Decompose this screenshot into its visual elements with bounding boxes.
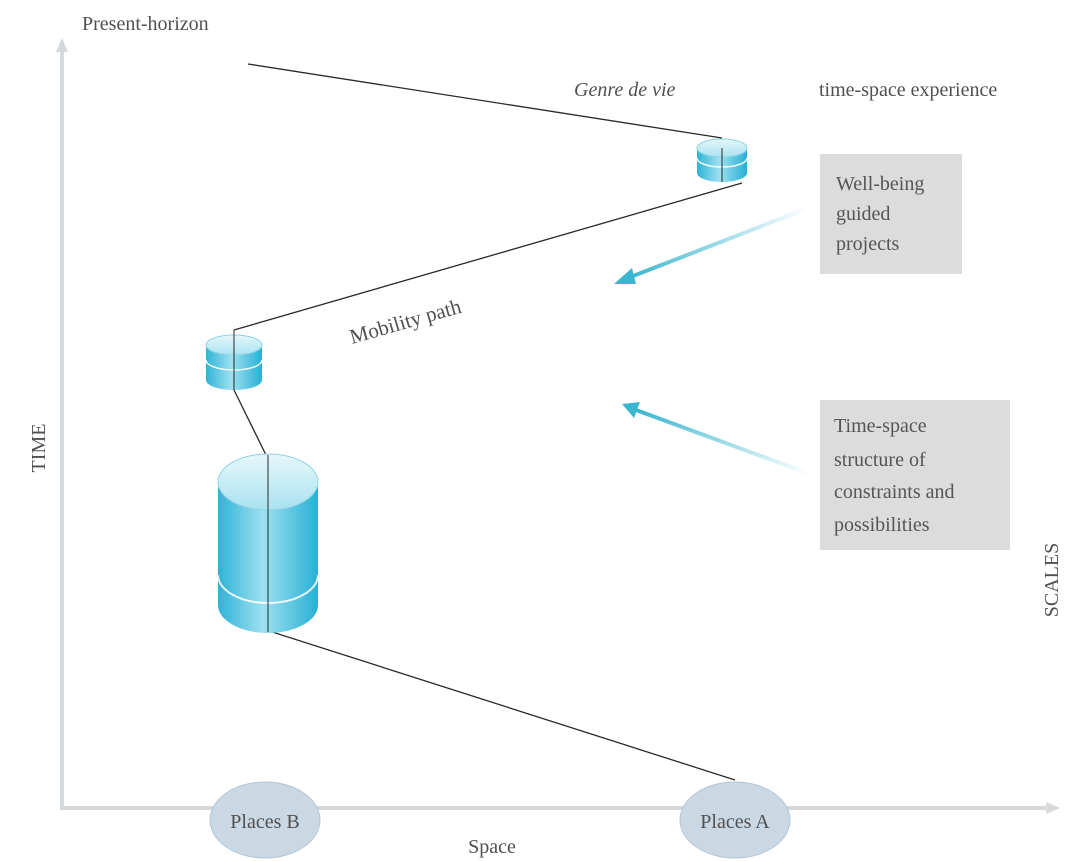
well-being-line-2: guided [836,203,890,225]
space-axis-arrowhead [1046,802,1060,814]
scales-label: SCALES [1041,543,1063,617]
structure-line-1: Time-space [834,415,927,437]
structure-line-2: structure of [834,449,926,471]
places-b-label: Places B [230,811,299,833]
cylinder-large [217,453,319,633]
arrow-well-being [614,206,809,284]
time-space-structure-box [820,400,1010,550]
time-axis-label: TIME [28,424,50,473]
svg-text:Well-being guided proj: Well-being guided projects [836,173,929,255]
places-a-node: Places A [679,781,791,859]
mobility-path-lines [233,63,743,781]
cylinder-small-left [205,330,263,390]
time-axis-arrowhead [56,38,68,52]
path-segment-middle [233,389,267,456]
well-being-box [820,154,962,274]
svg-text:Time-space structure of: Time-space structure of constraints and … [834,415,960,536]
space-axis-label: Space [468,836,516,858]
arrow-time-space-structure [622,402,811,476]
genre-de-vie-label: Genre de vie [574,79,676,101]
places-a-label: Places A [700,811,770,833]
well-being-line-3: projects [836,233,900,255]
path-segment-lower [265,629,736,781]
places-b-node: Places B [209,781,321,859]
structure-line-4: possibilities [834,514,930,536]
well-being-line-1: Well-being [836,173,924,195]
path-segment-upper [233,182,743,331]
mobility-path-label: Mobility path [347,294,465,349]
time-space-experience-label: time-space experience [819,79,997,101]
cylinder-small-upper [696,138,748,182]
path-segment-horizon [247,63,723,139]
structure-line-3: constraints and [834,481,955,503]
present-horizon-label: Present-horizon [82,13,209,35]
